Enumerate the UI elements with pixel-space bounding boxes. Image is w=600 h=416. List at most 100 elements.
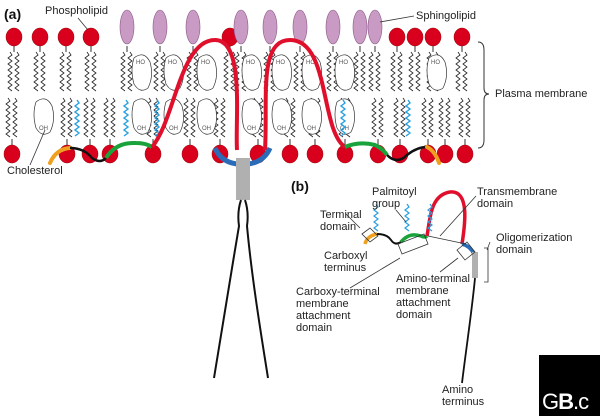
leader-lines [29, 15, 491, 289]
cholesterol-ring [241, 98, 262, 135]
phospholipid-leader [77, 17, 89, 31]
lipid-tail [5, 97, 11, 138]
lipid-tail [12, 97, 18, 138]
lipid-tail [408, 51, 414, 92]
cholesterol-ho: HO [276, 60, 285, 66]
lipid-tail [400, 97, 406, 138]
lipid-tail [91, 51, 97, 92]
lipid-tail [397, 51, 403, 92]
lipid-tail [455, 51, 461, 92]
palmitoyl-chain [153, 99, 161, 137]
terminal-domain-label: Terminal domain [320, 209, 362, 233]
lipid-tail [462, 51, 468, 92]
phospholipid-head [82, 27, 100, 47]
sphingolipid-head [185, 9, 201, 45]
phospholipid-head [281, 144, 299, 164]
sphingolipid-head [233, 9, 249, 45]
transmembrane-connector [427, 235, 467, 245]
cholesterol-ho: HO [306, 60, 315, 66]
lipid-tail [220, 97, 226, 138]
lipid-tail [14, 51, 20, 92]
lipid-tail [378, 97, 384, 138]
carboxy-terminal-leader [349, 257, 401, 289]
cholesterol-ring [334, 54, 355, 91]
lipid-tail [290, 97, 296, 138]
amino-attachment-left [212, 146, 238, 167]
transmembrane-right [263, 37, 347, 151]
lipid-tail [83, 97, 89, 138]
logo-suffix: .c [573, 389, 589, 414]
sphingolipid-head [325, 9, 341, 45]
lipid-tail [428, 97, 434, 138]
protein-panel-a [48, 37, 490, 379]
amino-tail-left [213, 199, 242, 379]
cholesterol-ho: HO [136, 60, 145, 66]
phospholipid-head [424, 27, 442, 47]
lipid-tail [368, 51, 374, 92]
sphingolipid-leader [379, 15, 415, 23]
logo-prefix: G [542, 389, 559, 414]
cholesterol-ring [301, 98, 322, 135]
carboxy-bracket [397, 233, 429, 255]
lipid-tail [421, 97, 427, 138]
lipid-tail [375, 51, 381, 92]
lipid-tail [393, 97, 399, 138]
amino-terminus-label: Amino terminus [442, 384, 485, 408]
lipid-tail [7, 51, 13, 92]
lipid-tail [371, 97, 377, 138]
amino-attachment-right [247, 146, 273, 167]
linker-right [386, 145, 428, 162]
amino-tail-right [244, 199, 269, 379]
sphingolipid-label: Sphingolipid [416, 10, 476, 22]
carboxy-attachment-left [104, 140, 154, 160]
palmitoyl-chain [404, 203, 410, 232]
lipid-tail [160, 51, 166, 92]
palmitoyl-chain [373, 203, 379, 232]
terminal-segment-right [425, 145, 441, 165]
lipid-tail [67, 97, 73, 138]
lipid-tail [186, 51, 192, 92]
carboxy-terminal-attachment-label: Carboxy-terminal membrane attachment dom… [296, 286, 380, 334]
lipid-tail [33, 51, 39, 92]
cholesterol-ring [196, 98, 217, 135]
sphingolipid-head [262, 9, 278, 45]
upper-leaflet [5, 9, 471, 92]
cholesterol-leader [29, 129, 46, 166]
palmitoyl-leader [395, 209, 407, 223]
cholesterol-ho: HO [431, 60, 440, 66]
transmembrane [425, 190, 467, 245]
terminal-bracket [361, 227, 379, 243]
cholesterol-oh: OH [247, 126, 256, 132]
lipid-tail [110, 97, 116, 138]
cholesterol-ring [33, 98, 54, 135]
carboxyl-terminus-label: Carboxyl terminus [324, 250, 368, 274]
lipid-tail [127, 51, 133, 92]
oligomerization-segment [236, 158, 250, 200]
phospholipid-head [336, 144, 354, 164]
cholesterol-oh: OH [202, 126, 211, 132]
oligomerization-segment [472, 252, 478, 278]
lipid-tail [390, 51, 396, 92]
lipid-tail [458, 97, 464, 138]
panel-a-label: (a) [4, 6, 22, 22]
lipid-tail [465, 97, 471, 138]
cholesterol-ring [426, 54, 447, 91]
phospholipid-head [181, 144, 199, 164]
phospholipid-head [388, 27, 406, 47]
sphingolipid-head [352, 9, 368, 45]
cholesterol-oh: OH [169, 126, 178, 132]
lipid-tail [103, 97, 109, 138]
phospholipid-head [3, 144, 21, 164]
lipid-tail [293, 51, 299, 92]
amino-bracket [456, 241, 476, 261]
cholesterol-oh: OH [137, 126, 146, 132]
amino-tail [461, 277, 476, 384]
lipid-tail [84, 51, 90, 92]
linker-left [69, 146, 107, 163]
lipid-tail [326, 51, 332, 92]
palmitoyl-chain [73, 99, 81, 137]
phospholipid-head [31, 27, 49, 47]
phospholipid-label: Phospholipid [45, 5, 108, 17]
transmembrane-leader [439, 195, 477, 237]
